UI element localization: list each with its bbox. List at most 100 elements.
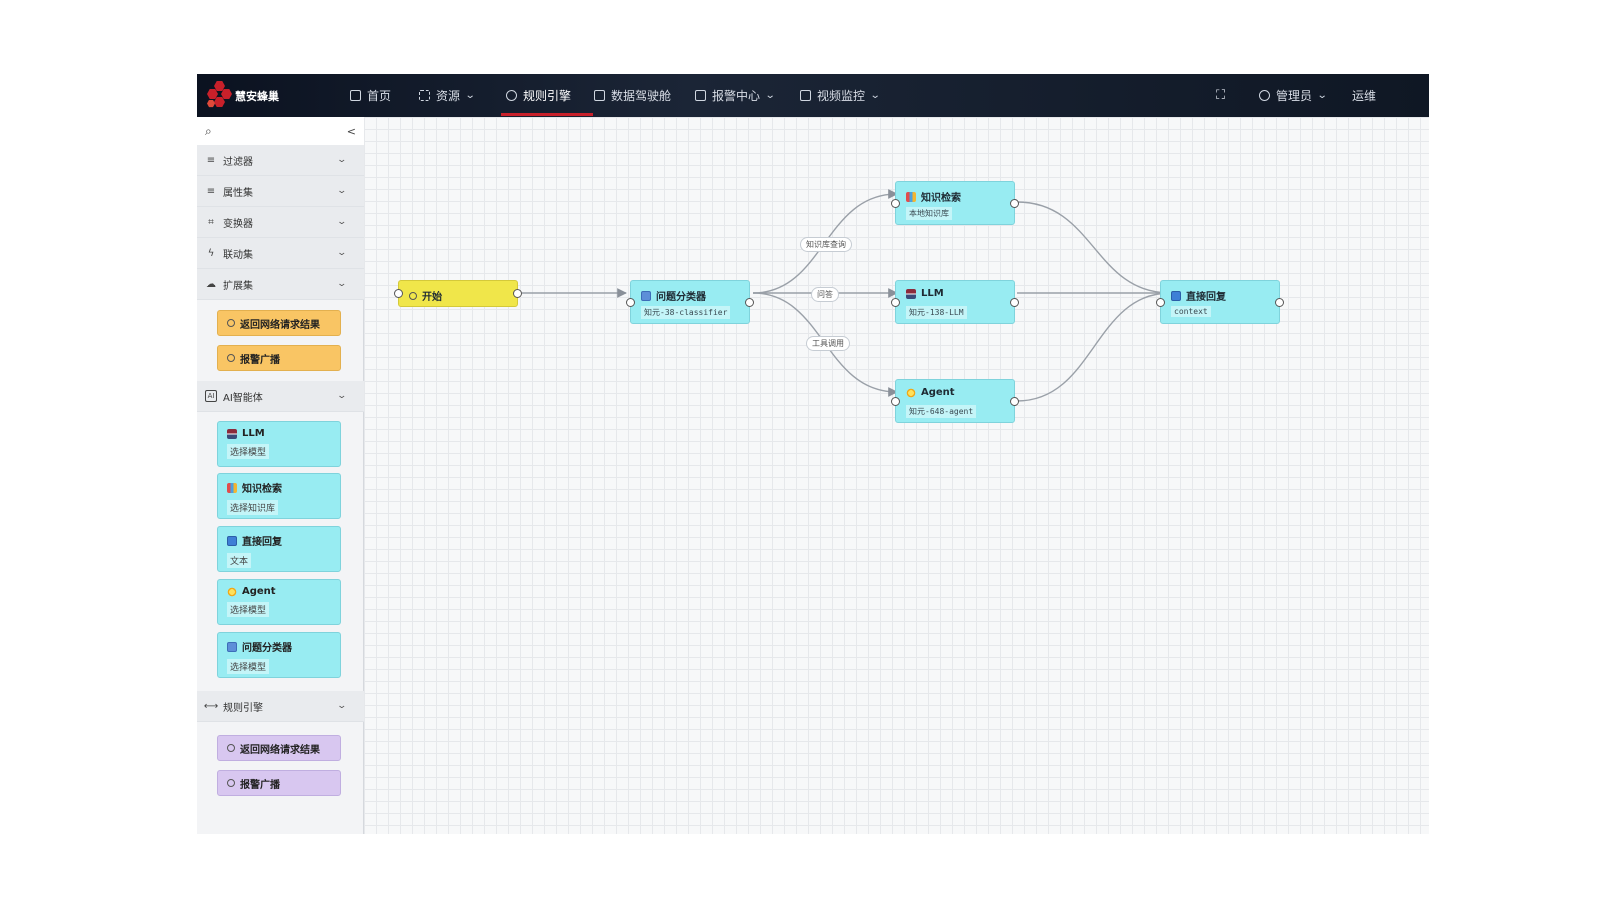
category-linkage[interactable]: ϟ 联动集 ⌄: [197, 238, 364, 269]
output-port[interactable]: [1010, 199, 1019, 208]
books-icon: [906, 191, 916, 202]
palette-item-subtitle: 选择模型: [227, 444, 270, 459]
llm-icon: [906, 288, 916, 299]
output-port[interactable]: [745, 298, 754, 307]
palette-item-llm[interactable]: LLM 选择模型: [217, 421, 341, 467]
fullscreen-button[interactable]: ⛶: [1216, 74, 1225, 117]
agent-icon: [906, 387, 916, 398]
flow-node-question-classifier[interactable]: 问题分类器 知元-38-classifier: [626, 280, 754, 324]
palette-item-label: 报警广播: [240, 354, 280, 366]
lightning-icon: ϟ: [207, 247, 215, 259]
nav-alarm-label: 报警中心: [712, 89, 761, 103]
palette-item-label: 报警广播: [240, 779, 280, 791]
flow-node-start[interactable]: 开始: [394, 280, 522, 307]
user-icon: [1259, 90, 1270, 101]
flow-node-direct-reply[interactable]: 直接回复 context: [1156, 280, 1284, 324]
palette-item-label: 返回网络请求结果: [240, 319, 320, 331]
app-window: 慧安蜂巢 首页 资源 ⌄ 规则引擎 数据驾驶舱 报警中心 ⌄ 视频监控 ⌄: [197, 74, 1429, 834]
output-port[interactable]: [513, 289, 522, 298]
user-menu[interactable]: 管理员 ⌄: [1259, 74, 1328, 117]
nav-resources[interactable]: 资源 ⌄: [419, 74, 476, 117]
top-navigation-bar: 慧安蜂巢 首页 资源 ⌄ 规则引擎 数据驾驶舱 报警中心 ⌄ 视频监控 ⌄: [197, 74, 1429, 117]
palette-item-agent[interactable]: Agent 选择模型: [217, 579, 341, 625]
chevron-down-icon: ⌄: [336, 279, 348, 289]
search-icon[interactable]: ⌕: [205, 123, 212, 138]
input-port[interactable]: [626, 298, 635, 307]
node-title: 直接回复: [1186, 292, 1226, 303]
gear-icon: [506, 90, 517, 101]
output-port[interactable]: [1010, 298, 1019, 307]
palette-search[interactable]: ⌕ <: [197, 117, 364, 145]
nav-home[interactable]: 首页: [350, 74, 391, 117]
edge-label-knowledge-query[interactable]: 知识库查询: [800, 237, 852, 252]
palette-item-knowledge-retrieval[interactable]: 知识检索 选择知识库: [217, 473, 341, 519]
app-logo[interactable]: 慧安蜂巢: [207, 80, 279, 111]
category-label: 属性集: [223, 187, 253, 199]
reply-icon: [1171, 290, 1181, 301]
category-rules-engine[interactable]: ⟷ 规则引擎 ⌄: [197, 691, 364, 722]
flow-canvas[interactable]: 知识库查询 问答 工具调用 开始 问题分类器 知元-38-classifier …: [364, 117, 1429, 834]
filter-icon: ≡: [206, 154, 216, 166]
nav-home-label: 首页: [367, 89, 392, 103]
chevron-down-icon: ⌄: [336, 248, 348, 258]
circle-icon: [227, 354, 235, 362]
chevron-down-icon: ⌄: [336, 217, 348, 227]
flow-node-llm[interactable]: LLM 知元-138-LLM: [891, 280, 1019, 324]
category-label: 扩展集: [223, 280, 253, 292]
edge-knowledge-to-reply: [1016, 201, 1171, 298]
category-ai-agent[interactable]: AI AI智能体 ⌄: [197, 381, 364, 412]
category-label: AI智能体: [223, 392, 263, 404]
chevron-down-icon: ⌄: [336, 155, 348, 165]
palette-item-direct-reply[interactable]: 直接回复 文本: [217, 526, 341, 572]
palette-item-alarm-broadcast[interactable]: 报警广播: [217, 770, 341, 796]
palette-item-label: 返回网络请求结果: [240, 744, 320, 756]
cloud-upload-icon: ☁: [206, 278, 216, 290]
category-attributes[interactable]: ≡ 属性集 ⌄: [197, 176, 364, 207]
node-title: LLM: [921, 288, 944, 299]
flow-node-knowledge-retrieval[interactable]: 知识检索 本地知识库: [891, 181, 1019, 225]
circle-icon: [227, 779, 235, 787]
output-port[interactable]: [1275, 298, 1284, 307]
edge-label-tool-call[interactable]: 工具调用: [806, 336, 850, 351]
category-extension[interactable]: ☁ 扩展集 ⌄: [197, 269, 364, 300]
palette-item-title: 知识检索: [242, 484, 282, 495]
nav-video-monitor[interactable]: 视频监控 ⌄: [800, 74, 881, 117]
palette-item-return-network-result[interactable]: 返回网络请求结果: [217, 310, 341, 336]
node-title: 开始: [422, 292, 442, 303]
category-label: 规则引擎: [223, 702, 263, 714]
node-title: Agent: [921, 387, 955, 398]
output-port[interactable]: [1010, 397, 1019, 406]
nav-rules-engine[interactable]: 规则引擎: [506, 74, 571, 117]
nav-ops[interactable]: 运维: [1352, 74, 1376, 117]
input-port[interactable]: [891, 298, 900, 307]
palette-item-return-network-result[interactable]: 返回网络请求结果: [217, 735, 341, 761]
active-tab-indicator: [501, 113, 593, 116]
circle-icon: [227, 744, 235, 752]
nav-rules-label: 规则引擎: [523, 89, 572, 103]
alarm-icon: [695, 90, 706, 101]
edge-label-qa[interactable]: 问答: [811, 287, 839, 302]
collapse-sidebar-button[interactable]: <: [346, 124, 356, 138]
node-subtitle: context: [1171, 306, 1211, 317]
input-port[interactable]: [891, 397, 900, 406]
nav-resources-label: 资源: [436, 89, 461, 103]
palette-item-subtitle: 选择模型: [227, 659, 270, 674]
chevron-down-icon: ⌄: [336, 701, 348, 711]
category-transformer[interactable]: ⌗ 变换器 ⌄: [197, 207, 364, 238]
nav-alarm-center[interactable]: 报警中心 ⌄: [695, 74, 776, 117]
nav-dashboard[interactable]: 数据驾驶舱: [594, 74, 671, 117]
input-port[interactable]: [891, 199, 900, 208]
category-filter[interactable]: ≡ 过滤器 ⌄: [197, 145, 364, 176]
input-port[interactable]: [1156, 298, 1165, 307]
palette-item-subtitle: 文本: [227, 553, 252, 568]
palette-item-alarm-broadcast[interactable]: 报警广播: [217, 345, 341, 371]
hexagon-logo-icon: [207, 81, 233, 111]
flow-node-agent[interactable]: Agent 知元-648-agent: [891, 379, 1019, 423]
nav-ops-label: 运维: [1352, 89, 1377, 103]
chevron-down-icon: ⌄: [1316, 90, 1328, 101]
code-arrows-icon: ⟷: [203, 700, 219, 712]
palette-item-question-classifier[interactable]: 问题分类器 选择模型: [217, 632, 341, 678]
palette-item-subtitle: 选择模型: [227, 602, 270, 617]
flow-edges: [522, 189, 1171, 402]
input-port[interactable]: [394, 289, 403, 298]
